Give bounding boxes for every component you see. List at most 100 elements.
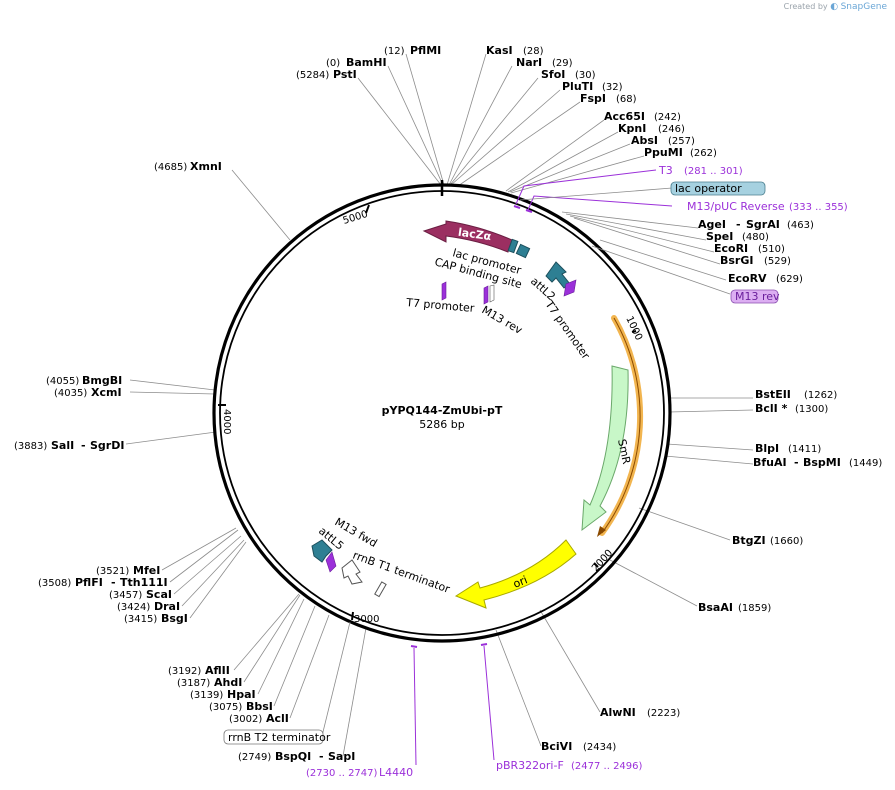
site-name-2: SgrDI: [90, 439, 124, 452]
site-name: BciVI: [541, 740, 572, 753]
site-pos: (4055): [46, 376, 79, 387]
tick-3000: 3000: [354, 614, 379, 625]
site-bcli[interactable]: BclI * (1300): [755, 402, 828, 415]
site-pos: (2434): [583, 742, 616, 753]
site-name: PluTI: [562, 80, 593, 93]
site-pos: (0): [326, 58, 340, 69]
site-ppumi[interactable]: PpuMI (262): [644, 146, 717, 159]
site-pos: (629): [776, 274, 803, 285]
plasmid-name: pYPQ144-ZmUbi-pT: [382, 404, 503, 417]
site-pos: (3521): [96, 566, 129, 577]
site-name: Acc65I: [604, 110, 645, 123]
feature-attl2[interactable]: attL2: [528, 261, 571, 303]
site-pflfi[interactable]: (3508) PflFI - Tth111I: [38, 576, 168, 589]
site-sfoi[interactable]: SfoI (30): [541, 68, 596, 81]
site-name: AhdI: [214, 676, 242, 689]
site-bmgbi[interactable]: (4055) BmgBI: [46, 374, 122, 387]
site-name: MfeI: [133, 564, 160, 577]
site-blpi[interactable]: BlpI (1411): [755, 442, 821, 455]
feature-ori[interactable]: ori: [454, 539, 577, 609]
site-name: XcmI: [91, 386, 122, 399]
site-psti[interactable]: (5284) PstI: [296, 68, 357, 81]
lacza-label: lacZα: [457, 226, 492, 244]
site-pos: (2749): [238, 752, 271, 763]
m13-rev-box[interactable]: M13 rev: [730, 289, 780, 304]
site-bbsi[interactable]: (3075) BbsI: [209, 700, 273, 713]
site-name: BsaAI: [698, 601, 733, 614]
lac-operator-box[interactable]: lac operator: [670, 181, 766, 196]
site-ahdi[interactable]: (3187) AhdI: [177, 676, 242, 689]
site-bsgi[interactable]: (3415) BsgI: [124, 612, 188, 625]
site-bamhi[interactable]: (0) BamHI: [326, 56, 387, 69]
site-alwni[interactable]: AlwNI (2223): [600, 706, 680, 719]
site-kpni[interactable]: KpnI (246): [618, 122, 685, 135]
site-name: FspI: [580, 92, 606, 105]
site-pos: (262): [690, 148, 717, 159]
site-bsrgi[interactable]: BsrGI (529): [720, 254, 791, 267]
site-pos: (1449): [849, 458, 882, 469]
site-name: AclI: [266, 712, 289, 725]
site-name-2: BspMI: [803, 456, 841, 469]
site-pos: (32): [602, 82, 623, 93]
feature-rrnb-t1[interactable]: [341, 559, 387, 598]
site-agei[interactable]: AgeI - SgrAI (463): [698, 218, 814, 231]
site-sali[interactable]: (3883) SalI - SgrDI: [14, 439, 124, 452]
tick-5000: 5000: [342, 209, 370, 227]
primer-name: L4440: [379, 766, 413, 779]
site-btgzi[interactable]: BtgZI (1660): [732, 534, 803, 547]
site-name: BlpI: [755, 442, 779, 455]
site-bspqi[interactable]: (2749) BspQI - SapI: [238, 750, 355, 763]
site-bsteii[interactable]: BstEII (1262): [755, 388, 837, 401]
site-name: DraI: [154, 600, 180, 613]
site-bcivi[interactable]: BciVI (2434): [541, 740, 616, 753]
plasmid-size: 5286 bp: [419, 418, 464, 431]
site-pos: (529): [764, 256, 791, 267]
feature-lacza[interactable]: lacZα: [422, 220, 513, 253]
site-pos: (3139): [190, 690, 223, 701]
primer-m13-puc-reverse[interactable]: M13/pUC Reverse (333 .. 355): [687, 200, 848, 213]
site-nari[interactable]: NarI (29): [516, 56, 573, 69]
site-scai[interactable]: (3457) ScaI: [109, 588, 172, 601]
site-acli[interactable]: (3002) AclI: [229, 712, 289, 725]
credit-created-by: Created by: [783, 2, 828, 11]
site-aflii[interactable]: (3192) AflII: [168, 664, 230, 677]
site-name: BbsI: [246, 700, 273, 713]
site-acc65i[interactable]: Acc65I (242): [604, 110, 681, 123]
site-pflmi[interactable]: (12) PflMI: [384, 44, 441, 57]
site-hpai[interactable]: (3139) HpaI: [190, 688, 256, 701]
site-pluti[interactable]: PluTI (32): [562, 80, 623, 93]
site-bsaai[interactable]: BsaAI (1859): [698, 601, 771, 614]
site-name: PstI: [333, 68, 357, 81]
site-name: SfoI: [541, 68, 565, 81]
primer-pbr322ori-f[interactable]: pBR322ori-F (2477 .. 2496): [496, 759, 643, 772]
highlight-arrow-icon: [597, 526, 606, 537]
site-absi[interactable]: AbsI (257): [631, 134, 695, 147]
site-fspi[interactable]: FspI (68): [580, 92, 637, 105]
site-drai[interactable]: (3424) DraI: [117, 600, 180, 613]
site-kasi[interactable]: KasI (28): [486, 44, 544, 57]
rrnb-t2-box[interactable]: rrnB T2 terminator: [223, 729, 331, 745]
site-mfei[interactable]: (3521) MfeI: [96, 564, 160, 577]
site-bfuai[interactable]: BfuAI - BspMI (1449): [753, 456, 882, 469]
feature-smr[interactable]: SmR: [581, 365, 633, 532]
site-name: BspQI: [275, 750, 311, 763]
site-name: SpeI: [706, 230, 733, 243]
site-xcmi[interactable]: (4035) XcmI: [54, 386, 122, 399]
site-name-2: Tth111I: [120, 576, 168, 589]
site-name: PflFI: [75, 576, 103, 589]
site-xmni[interactable]: (4685) XmnI: [154, 160, 222, 173]
site-spei[interactable]: SpeI (480): [706, 230, 769, 243]
site-pos: (3883): [14, 441, 47, 452]
site-pos: (4685): [154, 162, 187, 173]
tick-4000: 4000: [221, 409, 232, 434]
primer-name: M13/pUC Reverse: [687, 200, 785, 213]
site-name: EcoRV: [728, 272, 767, 285]
primer-range: (281 .. 301): [684, 166, 743, 177]
t7-promoter-left-label: T7 promoter: [405, 296, 476, 315]
primer-l4440[interactable]: (2730 .. 2747) L4440: [306, 766, 413, 779]
site-ecorv[interactable]: EcoRV (629): [728, 272, 803, 285]
site-name: SalI: [51, 439, 74, 452]
site-ecori[interactable]: EcoRI (510): [714, 242, 785, 255]
primer-t3[interactable]: T3 (281 .. 301): [658, 164, 743, 177]
